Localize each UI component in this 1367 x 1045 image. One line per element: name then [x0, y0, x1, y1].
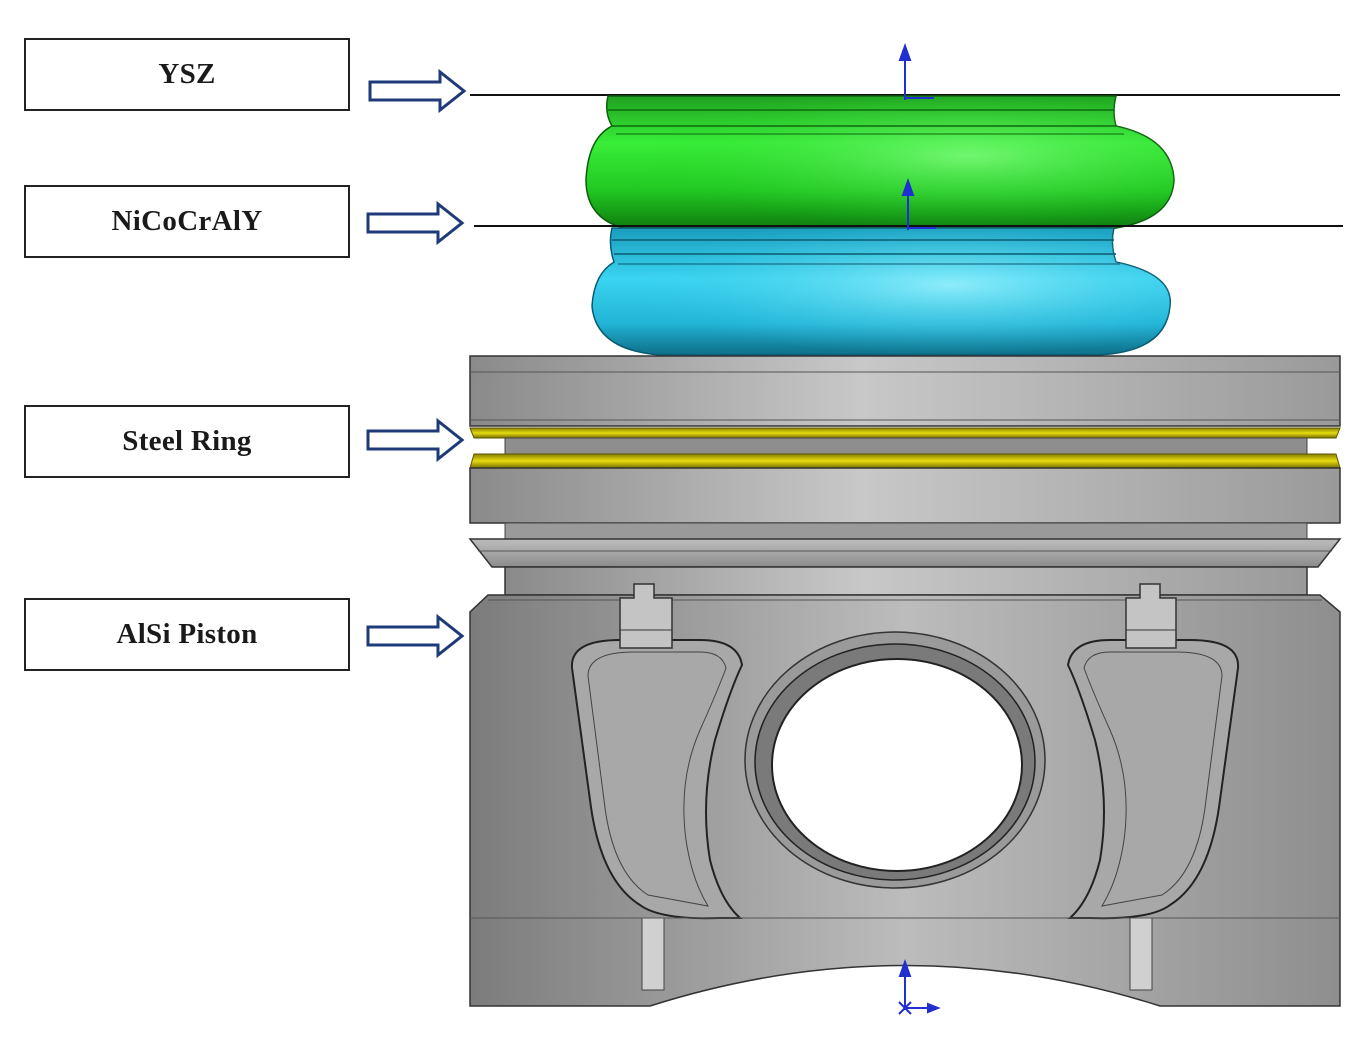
nicocraly-label: NiCoCrAlY	[24, 185, 350, 258]
steel-ring-label: Steel Ring	[24, 405, 350, 478]
arrow-nicocraly	[366, 200, 465, 246]
piston-crown	[469, 355, 1341, 427]
alsi-piston-body	[469, 583, 1341, 1007]
steel-ring	[469, 427, 1341, 469]
arrow-steel-ring	[366, 417, 465, 463]
arrow-ysz	[368, 68, 467, 114]
ring-lands	[468, 467, 1342, 596]
axis-triad-middle	[901, 178, 936, 230]
axis-triad-top	[898, 43, 934, 100]
pin-bore	[771, 658, 1023, 872]
ysz-layer	[585, 95, 1175, 231]
alsi-piston-label: AlSi Piston	[24, 598, 350, 671]
axis-triad-bottom	[898, 959, 941, 1015]
ysz-label: YSZ	[24, 38, 350, 111]
nicocraly-layer	[591, 227, 1171, 356]
arrow-alsi-piston	[366, 613, 465, 659]
